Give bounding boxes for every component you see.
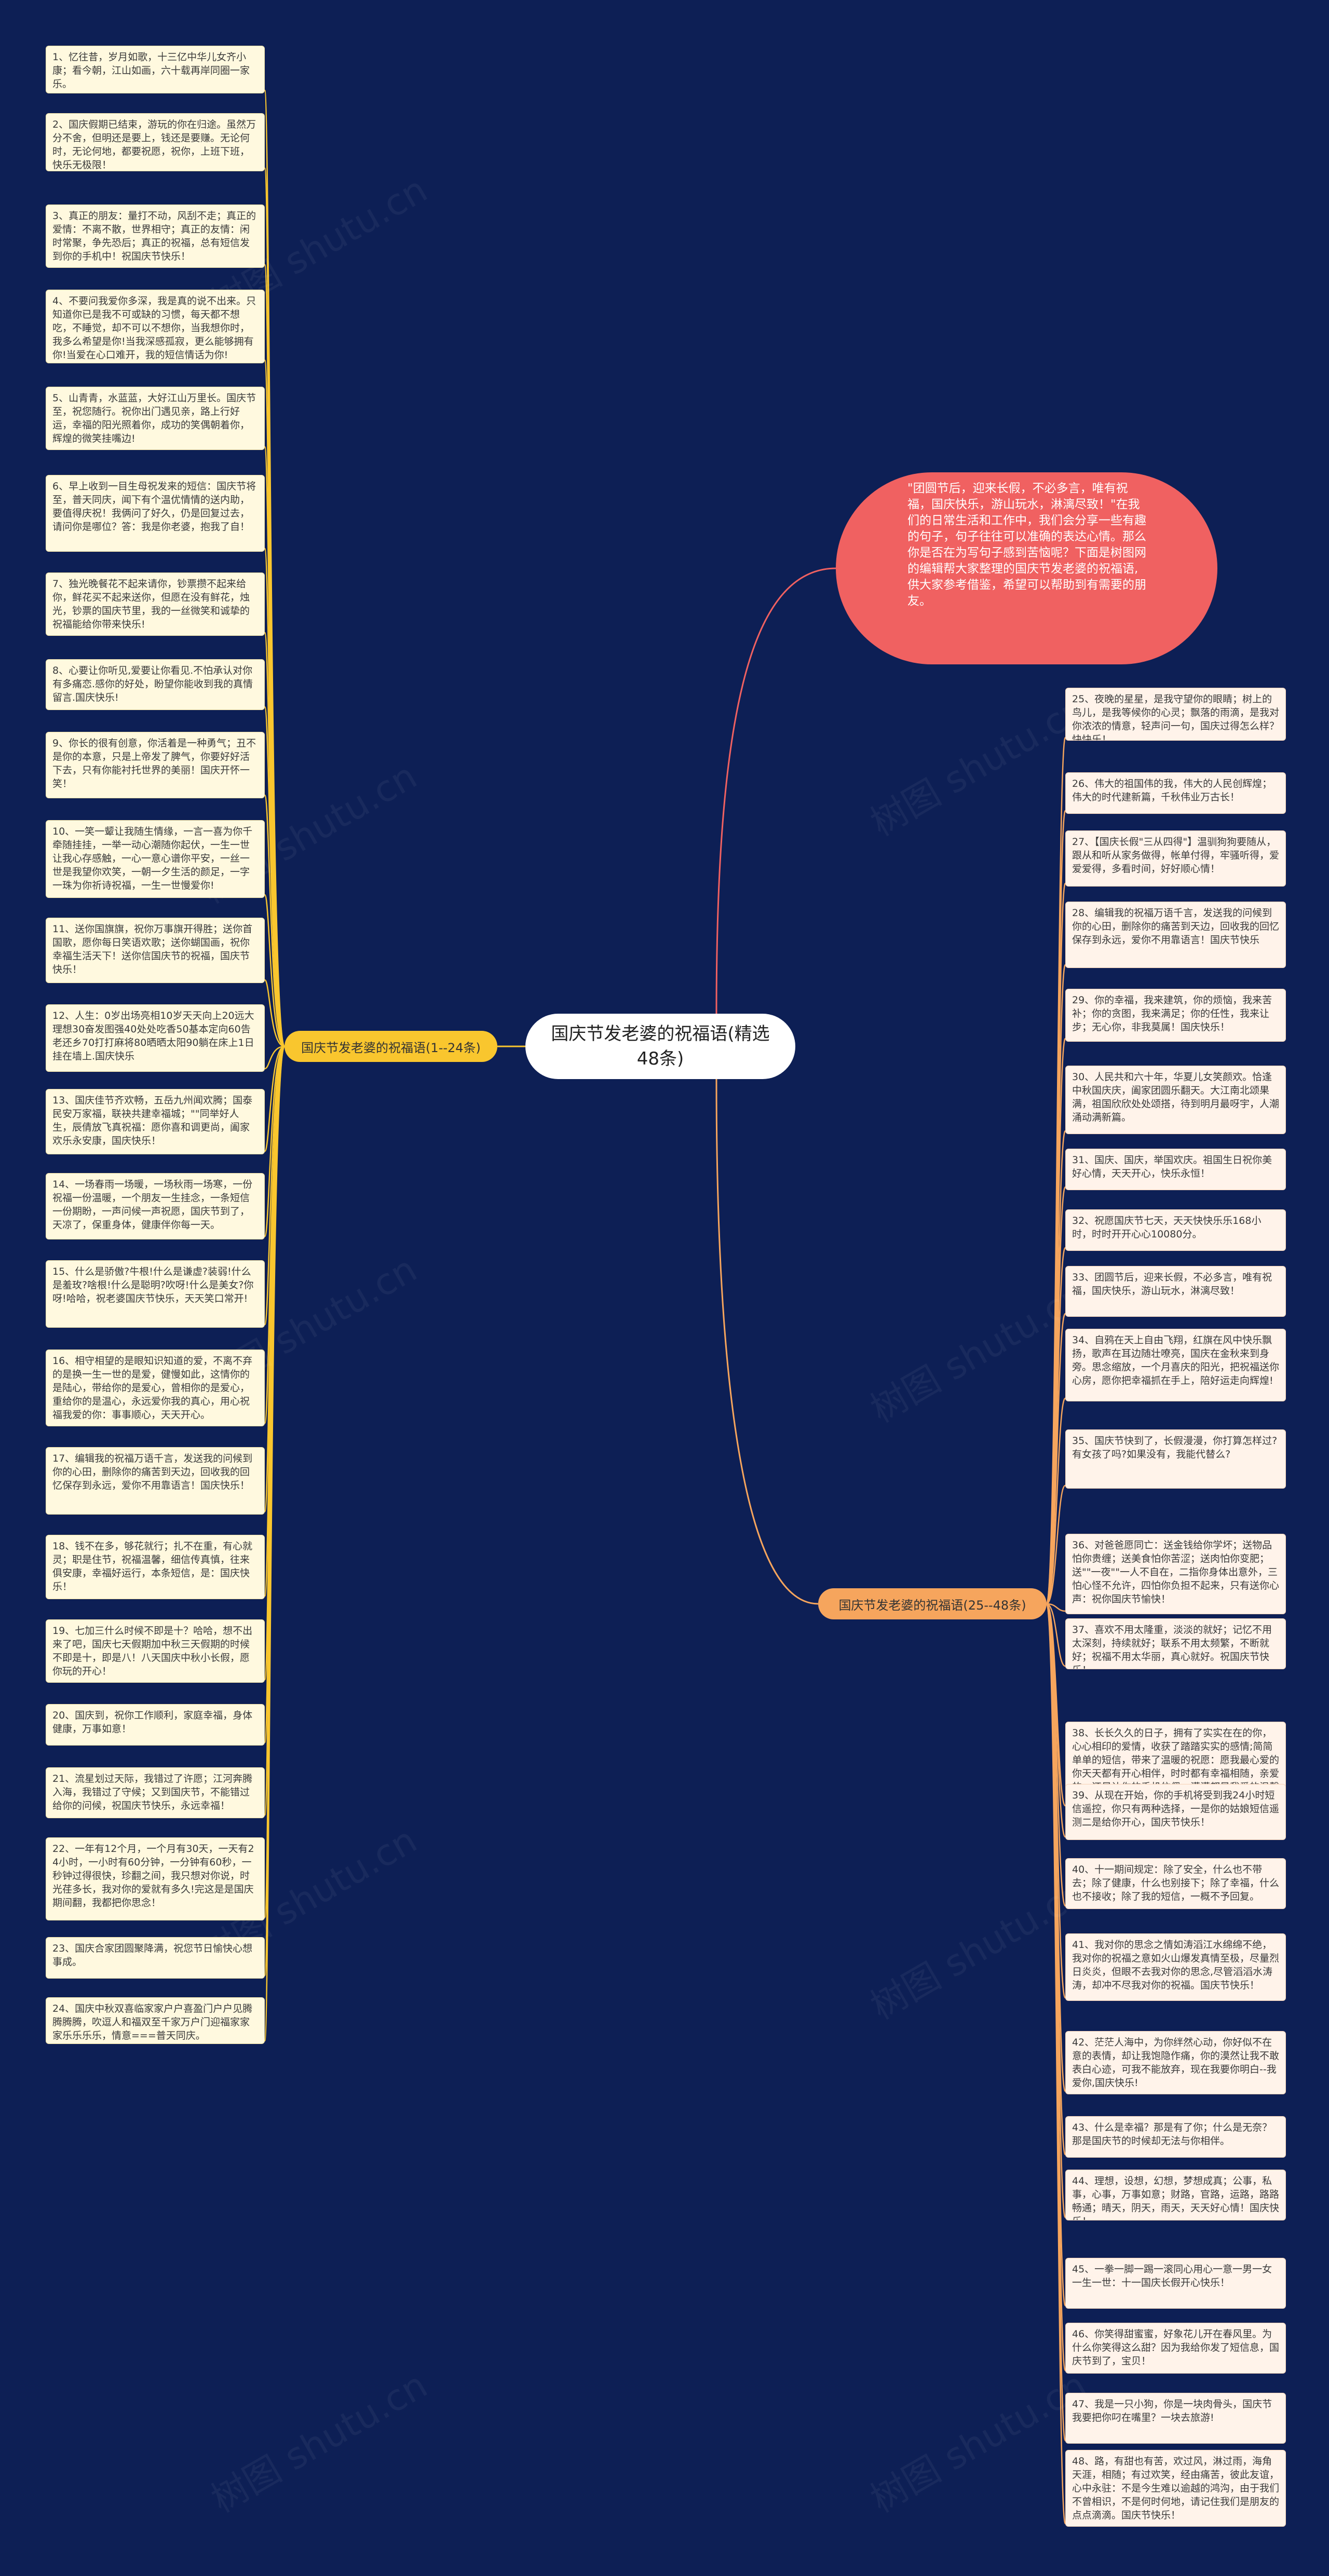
right-leaf[interactable]: 45、一拳一脚一踢一滚同心用心一意一男一女一生一世：十一国庆长假开心快乐！: [1065, 2258, 1286, 2309]
central-topic-label: 国庆节发老婆的祝福语(精选48条): [551, 1024, 770, 1069]
right-leaf[interactable]: 39、从现在开始，你的手机将受到我24小时短信遥控，你只有两种选择，一是你的姑娘…: [1065, 1784, 1286, 1840]
right-leaf[interactable]: 46、你笑得甜蜜蜜，好象花儿开在春风里。为什么你笑得这么甜？因为我给你发了短信息…: [1065, 2323, 1286, 2374]
left-leaf[interactable]: 14、一场春雨一场暖，一场秋雨一场寒，一份祝福一份温暖，一个朋友一生挂念，一条短…: [46, 1173, 265, 1239]
left-leaf[interactable]: 21、流星划过天际，我错过了许愿；江河奔腾入海，我错过了守候；又到国庆节，不能错…: [46, 1767, 265, 1818]
intro-note: "团圆节后，迎来长假，不必多言，唯有祝福，国庆快乐，游山玩水，淋漓尽致！"在我们…: [836, 472, 1217, 664]
right-leaf[interactable]: 40、十一期间规定：除了安全，什么也不带去；除了健康，什么也别接下；除了幸福，什…: [1065, 1858, 1286, 1909]
right-leaf[interactable]: 26、伟大的祖国伟的我，伟大的人民创辉煌；伟大的时代建新篇，千秋伟业万古长！: [1065, 772, 1286, 814]
connector-left-leaf: [264, 1045, 285, 1152]
left-leaf[interactable]: 16、相守相望的是眼知识知道的爱，不离不弃的是换一生一世的是爱，健慢如此，这情你…: [46, 1350, 265, 1426]
connector-left-leaf: [264, 979, 285, 1047]
connector-left-leaf: [264, 1045, 286, 2042]
connector-left-leaf: [264, 1045, 285, 1070]
branch-right-label: 国庆节发老婆的祝福语(25--48条): [838, 1598, 1026, 1613]
connector-right-leaf: [1046, 1603, 1066, 2525]
right-leaf[interactable]: 25、夜晚的星星，是我守望你的眼睛；树上的鸟儿，是我等候你的心灵；飘落的雨滴，是…: [1065, 688, 1286, 741]
left-leaf[interactable]: 2、国庆假期已结束，游玩的你在归途。虽然万分不舍，但明还是要上，钱还是要赚。无论…: [46, 113, 265, 171]
connector-right-leaf: [1046, 1603, 1066, 1667]
right-leaf[interactable]: 29、你的幸福，我来建筑，你的烦恼，我来苦补；你的贪图，我来满足；你的任性，我来…: [1065, 989, 1286, 1042]
left-leaf[interactable]: 7、独光晚餐花不起来请你，钞票攒不起来给你，鲜花买不起来送你，但愿在没有鲜花，烛…: [46, 573, 265, 636]
left-leaf[interactable]: 12、人生：0岁出场亮相10岁天天向上20远大理想30奋发图强40处处吃香50基…: [46, 1004, 265, 1072]
left-leaf[interactable]: 4、不要问我爱你多深，我是真的说不出来。只知道你已是我不可或缺的习惯，每天都不想…: [46, 290, 265, 363]
left-leaf[interactable]: 19、七加三什么时候不即是十？哈哈，想不出来了吧，国庆七天假期加中秋三天假期的时…: [46, 1619, 265, 1683]
right-leaf[interactable]: 44、理想，设想，幻想，梦想成真；公事，私事，心事，万事如意；财路，官路，运路，…: [1065, 2170, 1286, 2220]
left-leaf[interactable]: 3、真正的朋友：量打不动，风刮不走；真正的爱情：不离不散，世界相守；真正的友情：…: [46, 205, 265, 268]
connector-central-intro: [715, 567, 836, 1014]
left-leaf[interactable]: 5、山青青，水蓝蓝，大好江山万里长。国庆节至，祝您随行。祝你出门遇见亲，路上行好…: [46, 387, 265, 450]
left-leaf[interactable]: 23、国庆合家团圆聚降满，祝您节日愉快心想事成。: [46, 1937, 265, 1979]
right-leaf[interactable]: 35、国庆节快到了，长假漫漫，你打算怎样过?有女孩了吗?如果没有，我能代替么?: [1065, 1429, 1286, 1489]
left-leaf[interactable]: 17、编辑我的祝福万语千言，发送我的问候到你的心田，删除你的痛苦到天边，回收我的…: [46, 1447, 265, 1515]
right-leaf[interactable]: 30、人民共和六十年，华夏儿女笑颜欢。恰逢中秋国庆庆，阖家团圆乐翻天。大江南北颂…: [1065, 1066, 1286, 1134]
right-leaf[interactable]: 36、对爸爸愿同亡：送金钱给你学坏；送物品怕你贵缠；送美食怕你苦涩；送肉怕你变肥…: [1065, 1534, 1286, 1614]
right-leaf[interactable]: 34、自鸦在天上自由飞翔，红旗在风中快乐飘扬，歌声在耳边随壮嘹亮，国庆在金秋来到…: [1065, 1329, 1286, 1401]
connector-left-leaf: [264, 894, 285, 1047]
right-leaf[interactable]: 43、什么是幸福？那是有了你；什么是无奈？那是国庆节的时候却无法与你相伴。: [1065, 2116, 1286, 2158]
connector-left-leaf: [264, 1045, 285, 1237]
connector-left-leaf: [264, 794, 286, 1047]
left-leaf[interactable]: 22、一年有12个月，一个月有30天，一天有24小时，一小时有60分钟，一分钟有…: [46, 1837, 265, 1920]
left-leaf[interactable]: 13、国庆佳节齐欢畅，五岳九州闻欢腾；国泰民安万家福，联袂共建幸福城；""同举好…: [46, 1089, 265, 1154]
right-leaf[interactable]: 27、【国庆长假"三从四得"】温驯狗狗要随从，跟从和听从家务做得，帐单付得，牢骚…: [1065, 830, 1286, 887]
right-leaf[interactable]: 33、团圆节后，迎来长假，不必多言，唯有祝福，国庆快乐，游山玩水，淋漓尽致！: [1065, 1266, 1286, 1317]
right-leaf[interactable]: 48、路，有甜也有苦，欢过风，淋过雨，海角天涯，相随；有过欢笑，经由痛苦，彼此友…: [1065, 2450, 1286, 2527]
right-leaf[interactable]: 37、喜欢不用太隆重，淡淡的就好；记忆不用太深刻，持续就好；联系不用太频繁，不断…: [1065, 1618, 1286, 1669]
connector-left-leaf: [264, 706, 286, 1047]
right-leaf[interactable]: 41、我对你的思念之情如涛滔江水绵绵不绝，我对你的祝福之意如火山爆发真情至极，尽…: [1065, 1933, 1286, 2001]
connector-right-leaf: [1046, 1484, 1066, 1605]
branch-right[interactable]: 国庆节发老婆的祝福语(25--48条): [818, 1588, 1047, 1619]
left-leaf[interactable]: 15、什么是骄傲?牛根!什么是谦虚?装弱!什么是羞玫?啥根!什么是聪明?吹呀!什…: [46, 1260, 265, 1328]
left-leaf[interactable]: 18、钱不在多，够花就行；扎不在重，有心就灵；职是住节，祝福温馨，细信传真慎，往…: [46, 1535, 265, 1599]
left-leaf[interactable]: 11、送你国旗旗，祝你万事旗开得胜；送你首国歌，愿你每日笑语欢歌；送你蝴国画，祝…: [46, 918, 265, 983]
central-topic[interactable]: 国庆节发老婆的祝福语(精选48条): [525, 1014, 795, 1079]
left-leaf[interactable]: 20、国庆到，祝你工作顺利，家庭幸福，身体健康，万事如意！: [46, 1704, 265, 1746]
left-leaf[interactable]: 1、忆往昔，岁月如歌，十三亿中华儿女齐小康；看今朝，江山如画，六十载再岸同圈一家…: [46, 46, 265, 93]
right-leaf[interactable]: 47、我是一只小狗，你是一块肉骨头，国庆节我要把你叼在嘴里？一块去旅游!: [1065, 2393, 1286, 2444]
right-leaf[interactable]: 32、祝愿国庆节七天，天天快快乐乐168小时，时时开开心心10080分。: [1065, 1209, 1286, 1251]
connector-right-leaf: [1046, 1603, 1066, 1612]
branch-left-label: 国庆节发老婆的祝福语(1--24条): [301, 1040, 481, 1055]
branch-left[interactable]: 国庆节发老婆的祝福语(1--24条): [284, 1031, 497, 1062]
left-leaf[interactable]: 10、一笑一颦让我随生情缘，一言一喜为你千牵随挂挂，一举一动心潮随你起伏，一生一…: [46, 820, 265, 898]
right-leaf[interactable]: 31、国庆、国庆，举国欢庆。祖国生日祝你美好心情，天天开心，快乐永恒！: [1065, 1149, 1286, 1190]
left-leaf[interactable]: 24、国庆中秋双喜临家家户户喜盈门户户见腾腾腾腾，吹逗人和福双至千家万户门迎福家…: [46, 1997, 265, 2044]
connector-right-leaf: [1046, 1397, 1066, 1605]
left-leaf[interactable]: 8、心要让你听见,爱要让你看见.不怕承认对你有多痛恋.感你的好处，盼望你能收到我…: [46, 659, 265, 710]
right-leaf[interactable]: 42、茫茫人海中，为你绊然心动，你好似不在意的表情，却让我饱隐作痛，你的漠然让我…: [1065, 2031, 1286, 2094]
connector-left-leaf: [264, 1045, 286, 1326]
right-leaf[interactable]: 28、编辑我的祝福万语千言，发送我的问候到你的心田，删除你的痛苦到天边，回收我的…: [1065, 902, 1286, 968]
left-leaf[interactable]: 6、早上收到一目生母祝发来的短信：国庆节将至，普天同庆，闻下有个温优情情的送内助…: [46, 475, 265, 552]
connector-central-right: [715, 1079, 819, 1605]
left-leaf[interactable]: 9、你长的很有创意，你活着是一种勇气；丑不是你的本意，只是上帝发了脾气，你要好好…: [46, 732, 265, 798]
connector-right-leaf: [1046, 1313, 1066, 1605]
